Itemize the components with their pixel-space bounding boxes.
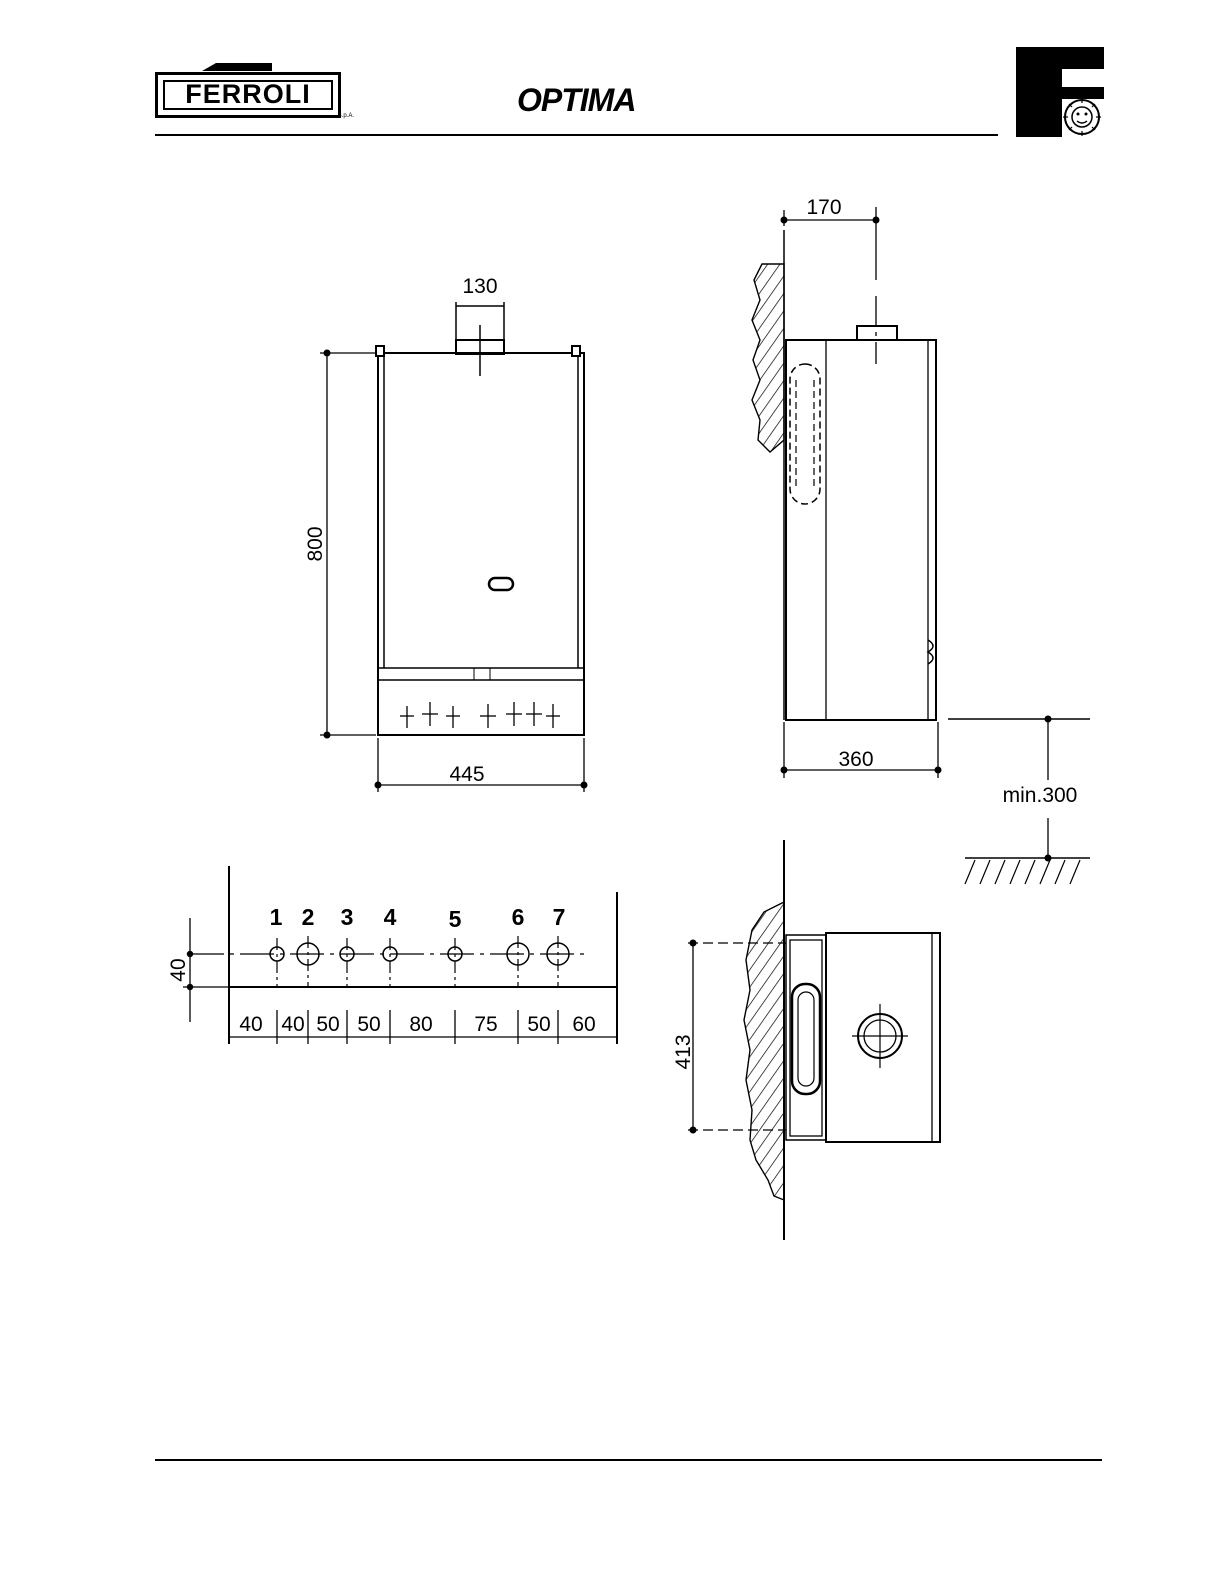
connection-label: 7 [553, 904, 566, 930]
connection-label: 3 [341, 904, 354, 930]
connection-label: 6 [512, 904, 525, 930]
connection-label: 2 [302, 904, 315, 930]
floor-clearance-label: min.300 [1003, 784, 1078, 807]
spacing-label: 40 [239, 1013, 262, 1036]
spacing-label: 50 [527, 1013, 550, 1036]
spacing-label: 50 [357, 1013, 380, 1036]
height-offset-label: 40 [167, 958, 190, 981]
connection-number-labels: 1 2 3 4 5 6 7 [270, 904, 566, 932]
flue-width-label: 130 [462, 275, 497, 298]
side-view [752, 207, 1090, 884]
bracket-spacing-label: 413 [672, 1034, 695, 1069]
spacing-label: 40 [281, 1013, 304, 1036]
connection-label: 4 [384, 904, 397, 930]
spacing-labels: 40 40 50 50 80 75 50 60 [239, 1013, 595, 1036]
spacing-label: 75 [474, 1013, 497, 1036]
width-label: 445 [449, 763, 484, 786]
spacing-label: 50 [316, 1013, 339, 1036]
footer-rule [155, 1459, 1102, 1461]
connection-label: 5 [449, 906, 462, 932]
depth-label: 360 [838, 748, 873, 771]
plan-view [688, 840, 940, 1240]
front-view [320, 302, 587, 792]
connection-label: 1 [270, 904, 283, 930]
spacing-label: 80 [409, 1013, 432, 1036]
flue-offset-label: 170 [806, 196, 841, 219]
height-label: 800 [304, 526, 327, 561]
spacing-label: 60 [572, 1013, 595, 1036]
